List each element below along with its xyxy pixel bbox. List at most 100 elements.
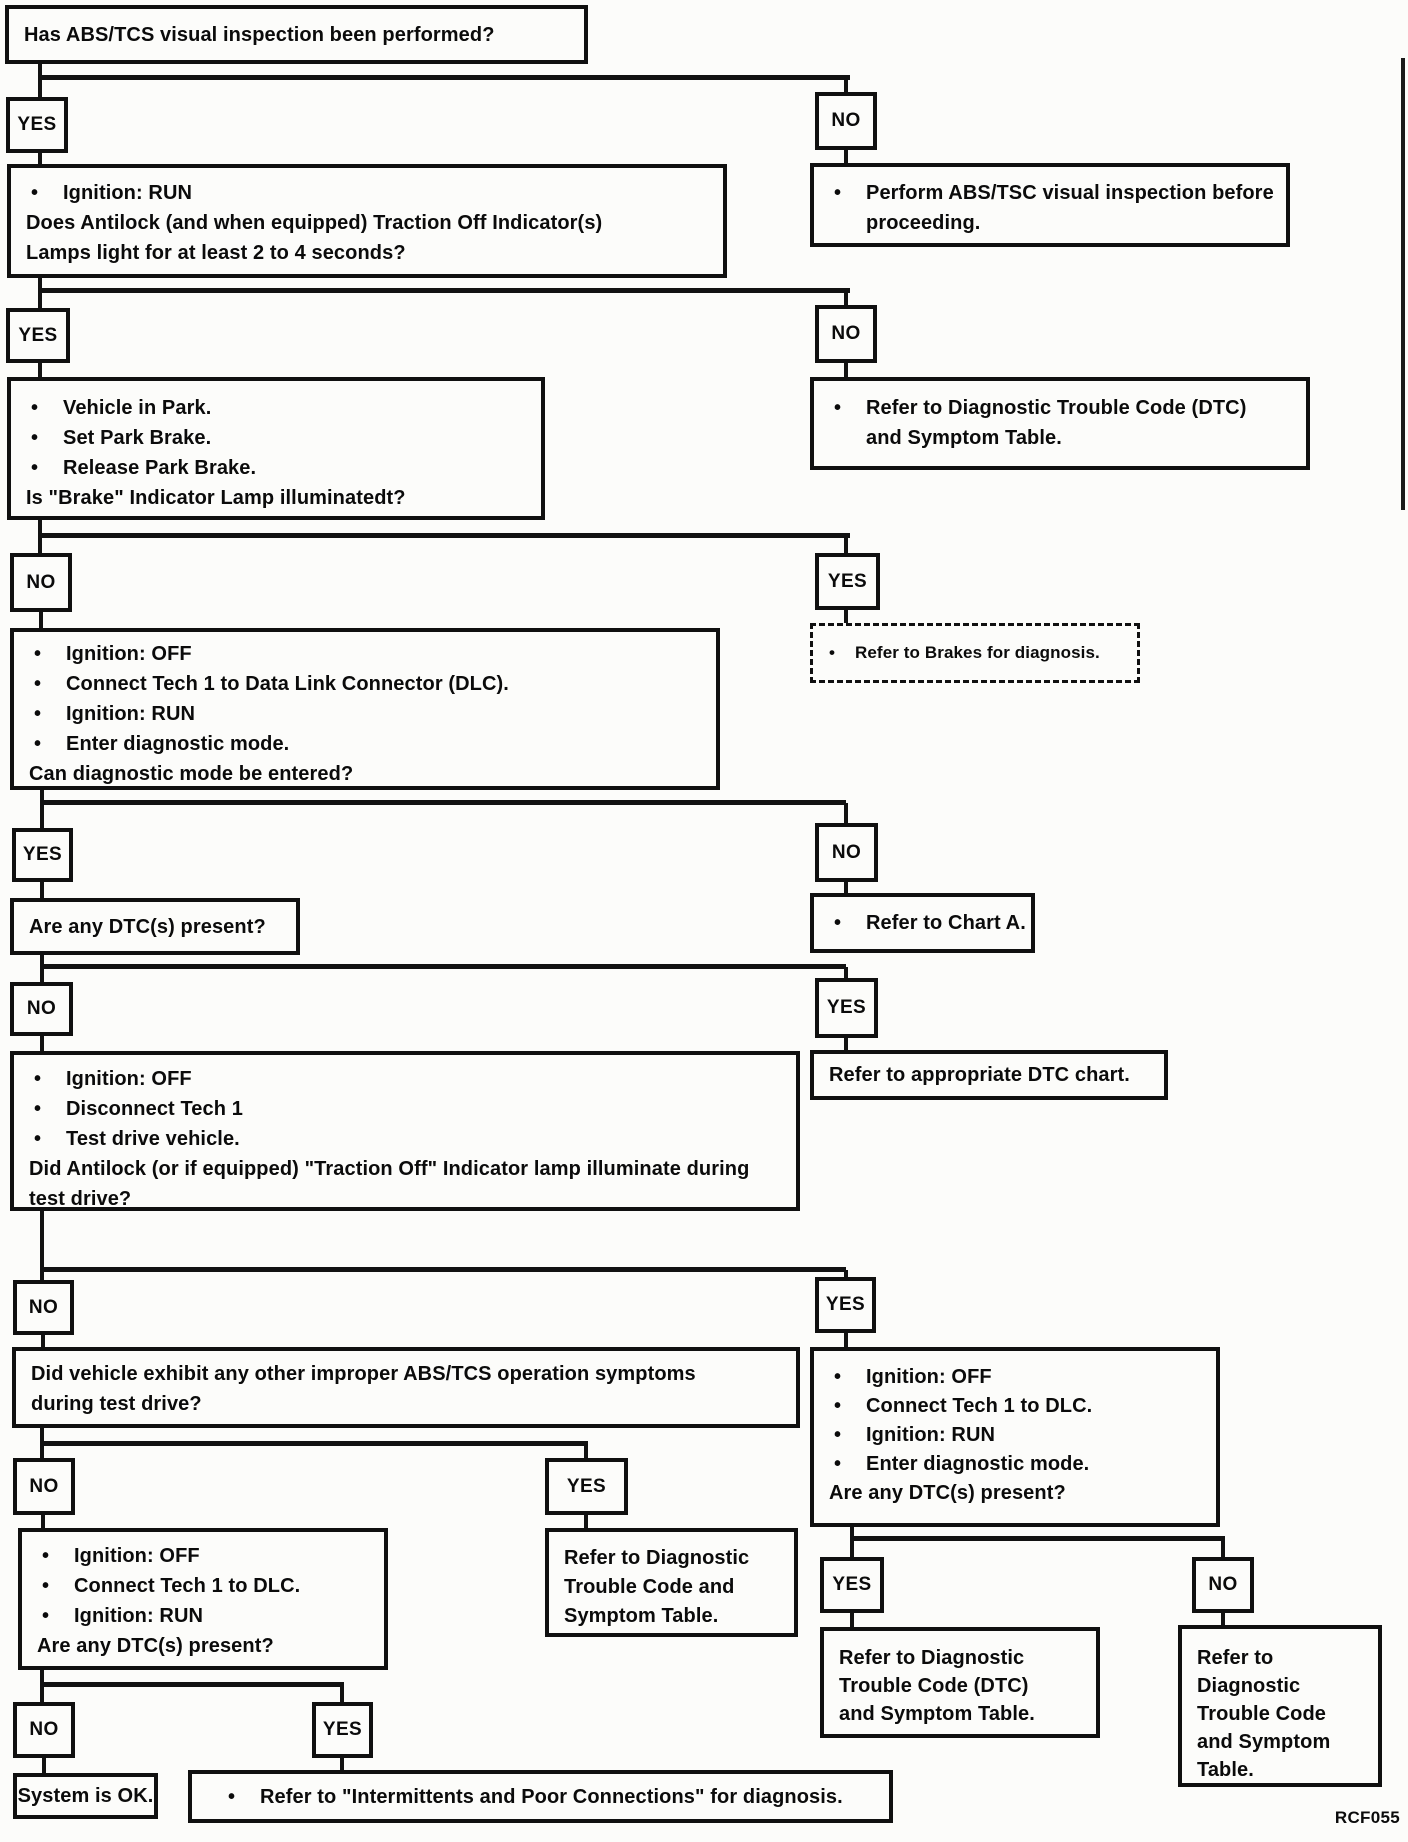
node-dtc-present-question-2: •Ignition: OFF •Connect Tech 1 to DLC. •… [810, 1347, 1220, 1527]
list-item: •Enter diagnostic mode. [14, 729, 716, 759]
connector-line [40, 1267, 846, 1272]
list-item: •Ignition: RUN [11, 178, 723, 208]
text-line: during test drive? [31, 1393, 202, 1415]
connector-line [844, 78, 848, 92]
bullet-icon: • [834, 1395, 842, 1417]
node-dtc-present-question-1: Are any DTC(s) present? [10, 898, 300, 955]
connector-line [844, 882, 848, 893]
connector-line [38, 288, 850, 293]
list-item: •Vehicle in Park. [11, 393, 541, 423]
list-item: •Release Park Brake. [11, 453, 541, 483]
connector-line [40, 803, 44, 828]
node-dtc-present-question-3: •Ignition: OFF •Connect Tech 1 to DLC. •… [18, 1528, 388, 1670]
branch-label-no-9: NO [13, 1702, 75, 1758]
connector-line [850, 1539, 854, 1557]
list-item: •Ignition: RUN [814, 1421, 1216, 1450]
text-line: Are any DTC(s) present? [829, 1482, 1066, 1504]
connector-line [844, 291, 848, 305]
text-line: Lamps light for at least 2 to 4 seconds? [26, 242, 406, 264]
branch-label-no-4: NO [815, 823, 878, 882]
connector-line [40, 800, 846, 805]
branch-label-no-7: NO [13, 1458, 75, 1515]
connector-line [38, 520, 42, 538]
connector-line [38, 153, 42, 164]
text-line: Trouble Code (DTC) [839, 1675, 1029, 1697]
bullet-icon: • [31, 182, 39, 204]
connector-line [844, 610, 848, 623]
connector-line [40, 1036, 44, 1051]
bullet-icon: • [34, 673, 42, 695]
branch-label-no-8: NO [1192, 1557, 1254, 1613]
node-test-drive-question: •Ignition: OFF •Disconnect Tech 1 •Test … [10, 1051, 800, 1211]
connector-line [38, 533, 850, 538]
text-line: Did vehicle exhibit any other improper A… [31, 1363, 696, 1385]
connector-line [40, 967, 44, 982]
text-line: Can diagnostic mode be entered? [29, 763, 354, 785]
text-line: Has ABS/TCS visual inspection been perfo… [24, 23, 495, 46]
bullet-icon: • [34, 1098, 42, 1120]
connector-line [844, 803, 848, 823]
branch-label-no-6: NO [13, 1280, 74, 1335]
connector-line [41, 1515, 45, 1528]
connector-line [40, 1441, 588, 1446]
connector-line [340, 1685, 344, 1702]
connector-line [40, 964, 846, 969]
list-item: •Ignition: RUN [22, 1601, 384, 1631]
list-item: •Connect Tech 1 to DLC. [814, 1392, 1216, 1421]
text-line: Did Antilock (or if equipped) "Traction … [29, 1158, 750, 1180]
text-line: Are any DTC(s) present? [37, 1635, 274, 1657]
connector-line [38, 278, 42, 292]
connector-line [40, 1670, 44, 1686]
list-item: •Ignition: OFF [14, 639, 716, 669]
connector-line [38, 536, 42, 553]
text-line: Refer to Diagnostic [564, 1547, 750, 1569]
connector-line [38, 75, 850, 80]
connector-line [340, 1758, 344, 1770]
list-item: •Connect Tech 1 to DLC. [22, 1571, 384, 1601]
text-line: and Symptom [1197, 1731, 1331, 1753]
list-item: •Connect Tech 1 to Data Link Connector (… [14, 669, 716, 699]
connector-line [40, 1211, 44, 1271]
list-item: •Perform ABS/TSC visual inspection befor… [814, 178, 1286, 208]
connector-line [1221, 1613, 1225, 1625]
bullet-icon: • [34, 643, 42, 665]
bullet-icon: • [834, 182, 842, 204]
connector-line [40, 1270, 44, 1280]
node-refer-dtc-symptom-table-2: Refer to Diagnostic Trouble Code and Sym… [545, 1528, 798, 1637]
connector-line [38, 78, 42, 97]
connector-line [40, 790, 44, 804]
node-visual-inspection-question: Has ABS/TCS visual inspection been perfo… [5, 5, 588, 64]
connector-line [38, 64, 42, 79]
connector-line [42, 1758, 46, 1773]
list-item: •Ignition: OFF [14, 1064, 796, 1094]
connector-line [38, 363, 42, 377]
branch-label-yes-9: YES [312, 1702, 373, 1758]
connector-line [39, 612, 43, 628]
node-refer-appropriate-dtc-chart: Refer to appropriate DTC chart. [810, 1050, 1168, 1100]
bullet-icon: • [31, 457, 39, 479]
bullet-icon: • [42, 1575, 50, 1597]
connector-line [41, 1335, 45, 1347]
connector-line [844, 967, 848, 978]
node-refer-dtc-symptom-table-1: •Refer to Diagnostic Trouble Code (DTC) … [810, 377, 1310, 470]
connector-line [40, 955, 44, 968]
text-line: Symptom Table. [564, 1605, 719, 1627]
bullet-icon: • [834, 1366, 842, 1388]
text-line: test drive? [29, 1188, 132, 1210]
bullet-icon: • [834, 1424, 842, 1446]
text-line: Diagnostic [1197, 1675, 1301, 1697]
connector-line [850, 1613, 854, 1627]
text-line: and Symptom Table. [866, 427, 1062, 449]
branch-label-yes-3: YES [815, 553, 880, 610]
figure-code: RCF055 [1334, 1808, 1400, 1827]
text-line: Table. [1197, 1759, 1254, 1781]
connector-line [40, 1428, 44, 1445]
node-refer-to-brakes: •Refer to Brakes for diagnosis. [810, 623, 1140, 683]
scan-edge-artifact [1401, 58, 1405, 510]
connector-line [844, 150, 848, 163]
text-line: Refer to [1197, 1647, 1274, 1669]
list-item: •Disconnect Tech 1 [14, 1094, 796, 1124]
connector-line [584, 1444, 588, 1458]
list-item: •Ignition: OFF [22, 1541, 384, 1571]
connector-line [844, 1038, 848, 1050]
